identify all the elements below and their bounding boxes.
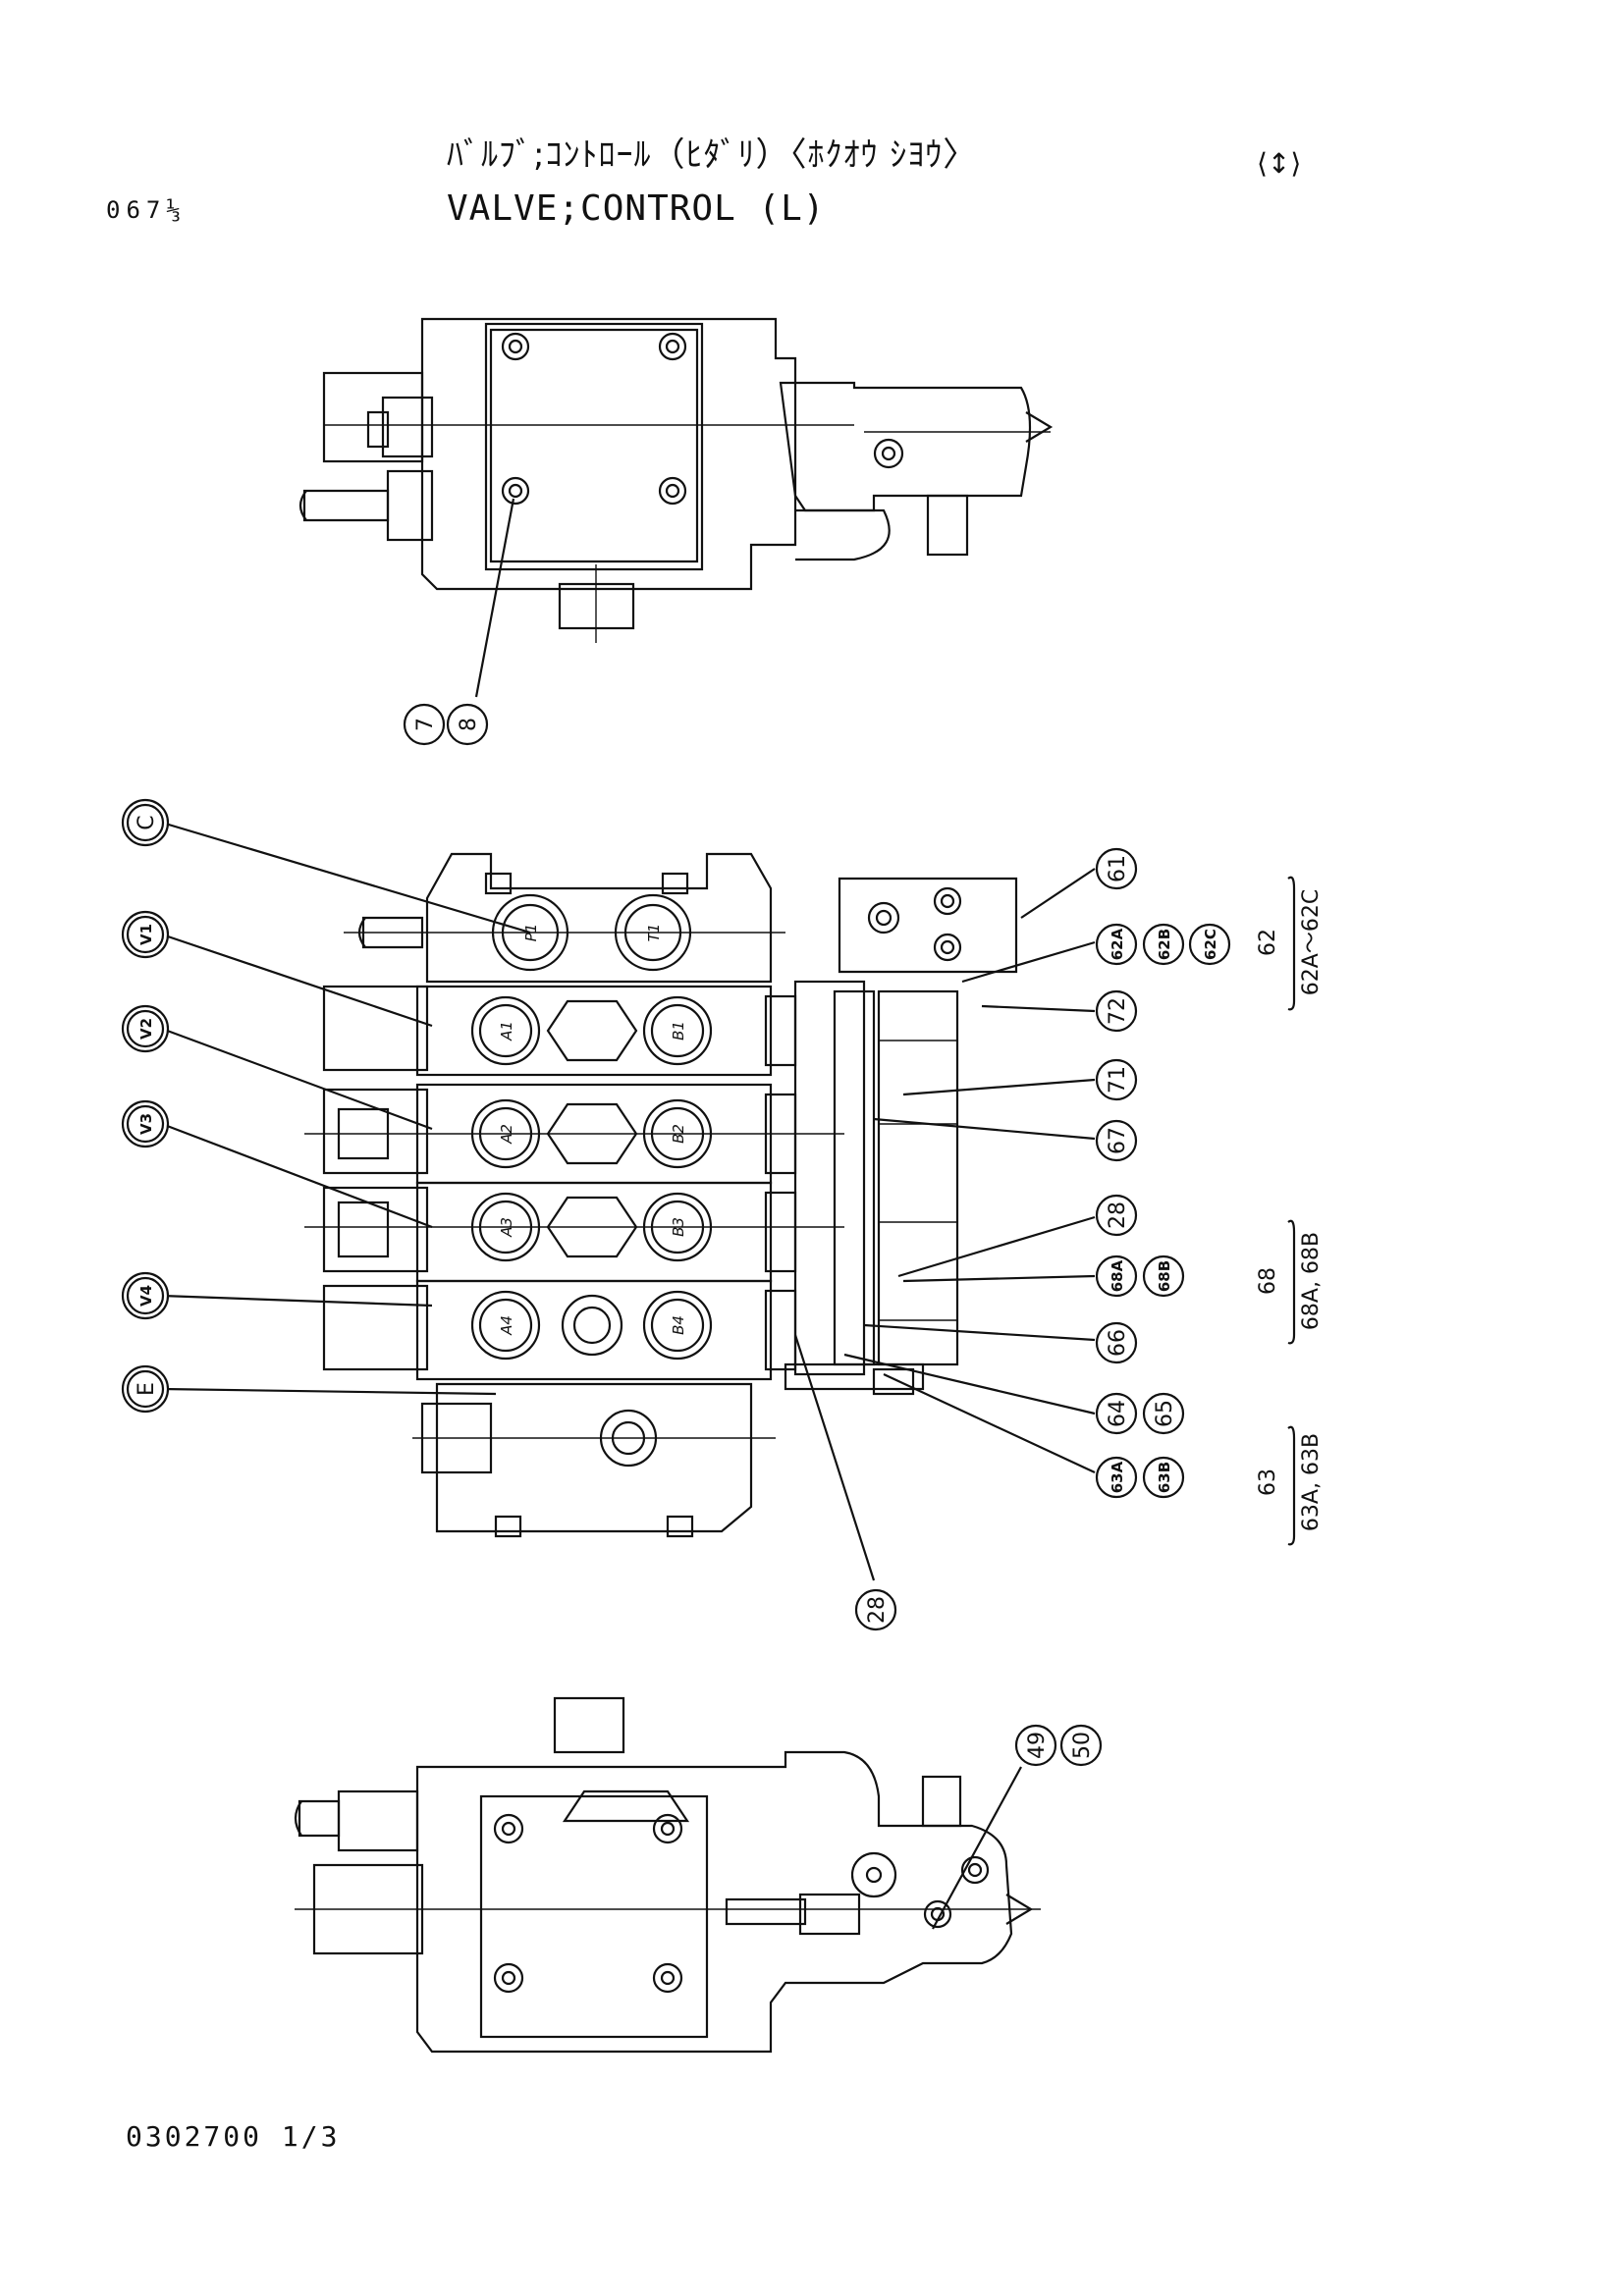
svg-text:A3: A3 <box>498 1217 515 1238</box>
callout-68a: 68A <box>1095 1255 1138 1298</box>
top-view <box>298 317 1054 698</box>
group-68: 68 68A, 68B <box>1256 1219 1324 1345</box>
callout-66: 66 <box>1095 1321 1138 1364</box>
group-62: 62 62A～62C <box>1256 876 1324 1011</box>
corner-mark: ⟨↕⟩ <box>1257 147 1302 180</box>
svg-text:62C: 62C <box>1202 929 1219 960</box>
document-number: 0302700 1/3 <box>126 2120 341 2153</box>
svg-text:49: 49 <box>1025 1732 1050 1759</box>
title-english: VALVE;CONTROL (L) <box>447 188 826 229</box>
callout-v1: V1 <box>121 910 170 959</box>
callout-50: 50 <box>1059 1724 1103 1767</box>
callout-62b: 62B <box>1142 923 1185 966</box>
svg-text:68B: 68B <box>1156 1260 1173 1292</box>
svg-text:62A: 62A <box>1109 928 1126 960</box>
svg-text:E: E <box>135 1382 159 1396</box>
svg-text:68A, 68B: 68A, 68B <box>1299 1232 1324 1330</box>
section-v1 <box>322 985 797 1077</box>
svg-text:B4: B4 <box>670 1315 687 1335</box>
callout-28: 28 <box>1095 1194 1138 1237</box>
svg-text:63A: 63A <box>1109 1461 1126 1493</box>
callout-63a: 63A <box>1095 1456 1138 1499</box>
svg-text:V2: V2 <box>137 1018 155 1040</box>
left-callouts: C V1 V2 V3 V4 E <box>121 798 170 1414</box>
svg-text:71: 71 <box>1106 1066 1130 1094</box>
svg-text:50: 50 <box>1070 1732 1095 1759</box>
section-v2 <box>304 1083 844 1185</box>
svg-text:T1: T1 <box>645 924 663 942</box>
svg-text:8: 8 <box>457 718 481 731</box>
callout-71: 71 <box>1095 1058 1138 1101</box>
bottom-callouts: 49 50 <box>1014 1724 1103 1767</box>
svg-text:V1: V1 <box>137 924 155 945</box>
callout-64: 64 <box>1095 1392 1138 1435</box>
svg-text:P1: P1 <box>522 924 540 942</box>
svg-text:B1: B1 <box>670 1021 687 1041</box>
bottom-view <box>294 1696 1041 2054</box>
callout-v3: V3 <box>121 1099 170 1148</box>
group-legends: 62 62A～62C 68 68A, 68B 63 63A, 63B <box>1256 876 1324 1546</box>
svg-text:B3: B3 <box>670 1217 687 1237</box>
callout-62a: 62A <box>1095 923 1138 966</box>
svg-text:V4: V4 <box>137 1285 155 1307</box>
callout-49: 49 <box>1014 1724 1057 1767</box>
callout-61: 61 <box>1095 847 1138 890</box>
callout-v2: V2 <box>121 1004 170 1053</box>
svg-text:63: 63 <box>1256 1468 1280 1496</box>
section-v3 <box>304 1181 844 1283</box>
svg-text:65: 65 <box>1153 1400 1177 1427</box>
title-japanese: ﾊﾞﾙﾌﾞ;ｺﾝﾄﾛｰﾙ（ﾋﾀﾞﾘ）〈ﾎｸｵｳ ｼﾖｳ〉 <box>447 135 978 175</box>
svg-text:63B: 63B <box>1156 1462 1173 1493</box>
top-callouts: 7 8 <box>403 703 489 746</box>
svg-text:62A～62C: 62A～62C <box>1299 889 1324 995</box>
port-labels: P1 T1 A1 B1 A2 B2 A3 B3 A4 B4 <box>498 924 687 1336</box>
svg-text:68: 68 <box>1256 1267 1280 1295</box>
svg-text:A4: A4 <box>498 1315 515 1336</box>
svg-text:67: 67 <box>1106 1127 1130 1154</box>
svg-text:66: 66 <box>1106 1329 1130 1357</box>
svg-text:A2: A2 <box>498 1124 515 1145</box>
svg-text:62: 62 <box>1256 929 1280 956</box>
callout-63b: 63B <box>1142 1456 1185 1499</box>
svg-text:B2: B2 <box>670 1124 687 1144</box>
svg-text:V3: V3 <box>137 1113 155 1135</box>
callout-65: 65 <box>1142 1392 1185 1435</box>
svg-text:63A, 63B: 63A, 63B <box>1299 1433 1324 1531</box>
svg-text:7: 7 <box>413 718 438 731</box>
svg-text:64: 64 <box>1106 1400 1130 1427</box>
svg-text:62B: 62B <box>1156 929 1173 960</box>
section-v4 <box>322 1279 797 1381</box>
callout-v4: V4 <box>121 1271 170 1320</box>
svg-text:72: 72 <box>1106 997 1130 1025</box>
callout-68b: 68B <box>1142 1255 1185 1298</box>
right-callouts: 61 62A 62B 62C 72 71 67 28 <box>854 847 1231 1631</box>
page-code: 067⅓ <box>106 196 187 224</box>
svg-text:61: 61 <box>1106 855 1130 882</box>
callout-c: C <box>121 798 170 847</box>
callout-62c: 62C <box>1188 923 1231 966</box>
svg-text:68A: 68A <box>1109 1259 1126 1292</box>
middle-view <box>161 821 1096 1581</box>
callout-e: E <box>121 1364 170 1414</box>
callout-8: 8 <box>446 703 489 746</box>
callout-28-bottom: 28 <box>854 1588 897 1631</box>
callout-72: 72 <box>1095 989 1138 1033</box>
svg-text:A1: A1 <box>498 1021 515 1041</box>
group-63: 63 63A, 63B <box>1256 1425 1324 1546</box>
callout-7: 7 <box>403 703 446 746</box>
svg-text:28: 28 <box>865 1596 890 1624</box>
callout-67: 67 <box>1095 1119 1138 1162</box>
svg-text:28: 28 <box>1106 1201 1130 1229</box>
svg-text:C: C <box>135 815 159 829</box>
